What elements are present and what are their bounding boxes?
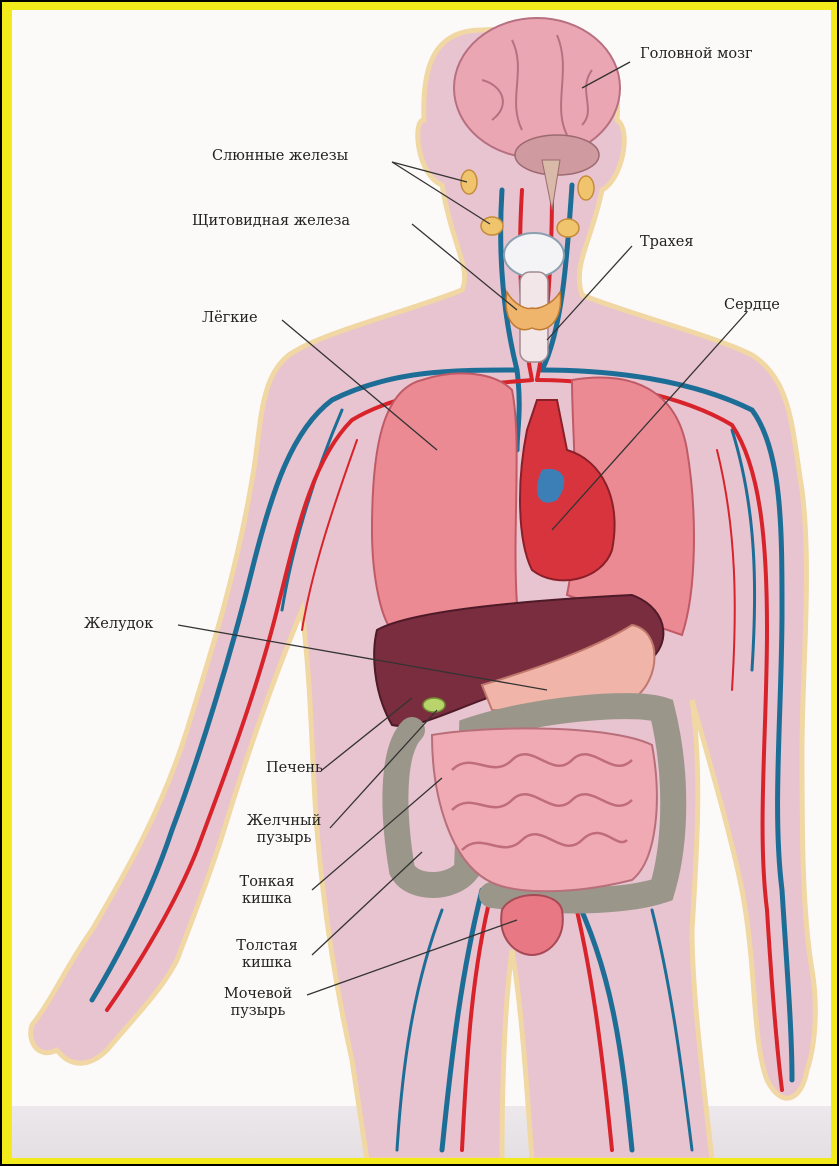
label-large-intestine-line2: кишка xyxy=(222,955,312,972)
label-brain: Головной мозг xyxy=(640,46,753,63)
diagram-canvas: Головной мозг Слюнные железы Щитовидная … xyxy=(12,10,831,1158)
gallbladder xyxy=(423,698,445,712)
label-lungs: Лёгкие xyxy=(202,310,258,327)
label-small-intestine-line2: кишка xyxy=(222,891,312,908)
label-stomach: Желудок xyxy=(84,616,153,633)
label-bladder: Мочевой пузырь xyxy=(212,986,304,1020)
label-large-intestine-line1: Толстая xyxy=(222,938,312,955)
label-bladder-line2: пузырь xyxy=(212,1003,304,1020)
label-heart: Сердце xyxy=(724,297,780,314)
left-lung xyxy=(372,373,517,630)
label-liver: Печень xyxy=(266,760,323,777)
label-trachea: Трахея xyxy=(640,234,694,251)
label-gallbladder-line1: Желчный xyxy=(234,813,334,830)
label-gallbladder-line2: пузырь xyxy=(234,830,334,847)
label-gallbladder: Желчный пузырь xyxy=(234,813,334,847)
label-salivary-glands: Слюнные железы xyxy=(212,148,348,165)
label-thyroid: Щитовидная железа xyxy=(192,213,350,230)
label-bladder-line1: Мочевой xyxy=(212,986,304,1003)
label-small-intestine-line1: Тонкая xyxy=(222,874,312,891)
label-small-intestine: Тонкая кишка xyxy=(222,874,312,908)
bladder xyxy=(501,895,563,955)
anatomy-illustration xyxy=(12,10,831,1158)
label-large-intestine: Толстая кишка xyxy=(222,938,312,972)
